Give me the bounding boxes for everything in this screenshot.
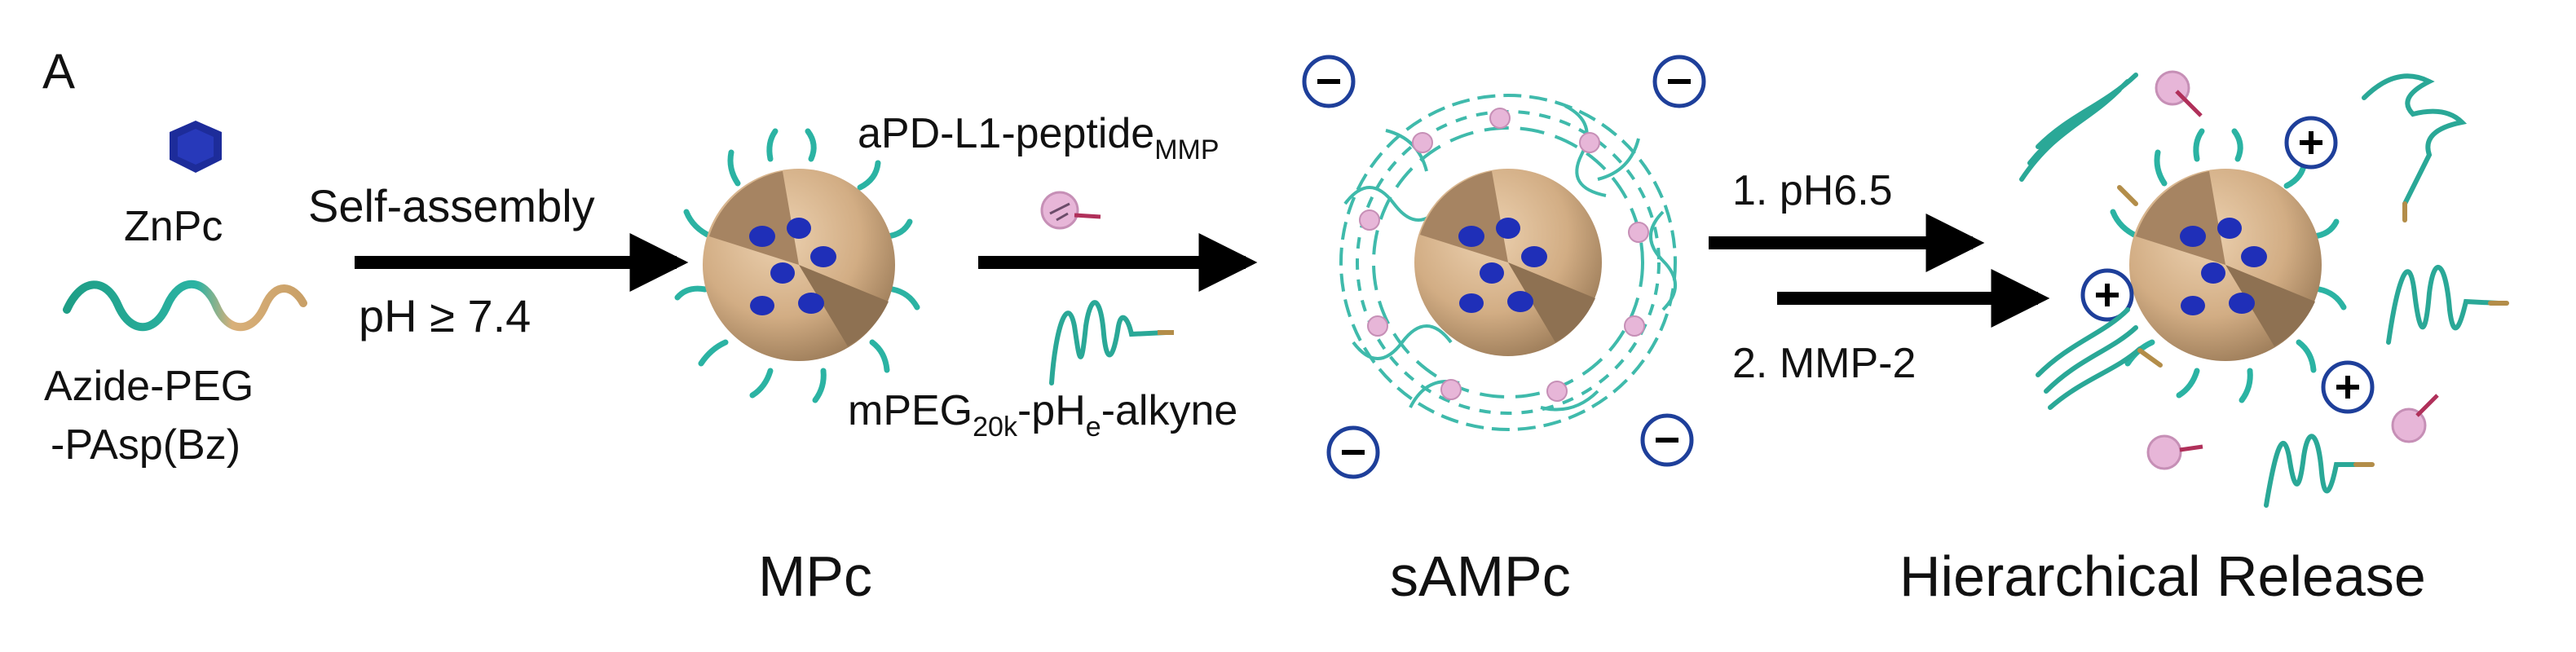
positive-charge-icon — [2284, 116, 2338, 170]
negative-charge-icon — [1640, 413, 1694, 467]
polymer-label-line1: Azide-PEG — [44, 363, 254, 410]
released-peptide-icon — [2391, 394, 2439, 443]
peptide-icon — [1040, 191, 1101, 230]
znpc-label: ZnPc — [124, 203, 223, 250]
sampc-peptides — [1359, 108, 1649, 402]
polymer-chain-icon — [63, 280, 307, 332]
apd-l1-peptide-label: aPD-L1-peptideMMP — [858, 110, 1220, 165]
mmp-2-label: 2. MMP-2 — [1732, 340, 1917, 387]
stage-label-hierarchical-release: Hierarchical Release — [1899, 544, 2426, 608]
sampc-particle — [1302, 55, 1706, 479]
mpc-peg-brush — [674, 128, 920, 403]
ph-65-label: 1. pH6.5 — [1732, 167, 1893, 214]
znpc-molecule-icon — [170, 121, 222, 173]
mpeg-alkyne-label: mPEG20k-pHe-alkyne — [848, 387, 1238, 443]
released-peptide-icon — [2146, 434, 2203, 470]
peg-alkyne-icon — [1049, 300, 1174, 385]
sampc-drug-cluster — [1458, 218, 1547, 313]
ph-74-label: pH ≥ 7.4 — [359, 290, 532, 341]
polymer-label-line2: -PAsp(Bz) — [51, 421, 241, 469]
positive-charge-icon — [2321, 360, 2375, 414]
stage-label-sampc: sAMPc — [1390, 544, 1571, 608]
self-assembly-label: Self-assembly — [308, 180, 595, 231]
released-drug-cluster — [2180, 218, 2267, 315]
released-peg-chains — [2019, 73, 2509, 508]
negative-charge-icon — [1302, 55, 1356, 108]
positive-charge-icon — [2080, 268, 2134, 322]
mpc-particle — [674, 128, 920, 403]
mpc-drug-cluster — [749, 218, 836, 315]
panel-label: A — [42, 44, 76, 99]
released-peptide-icon — [2155, 70, 2203, 117]
released-particle — [2080, 116, 2375, 414]
negative-charge-icon — [1652, 55, 1706, 108]
stage-label-mpc: MPc — [758, 544, 872, 608]
negative-charge-icon — [1326, 425, 1380, 479]
